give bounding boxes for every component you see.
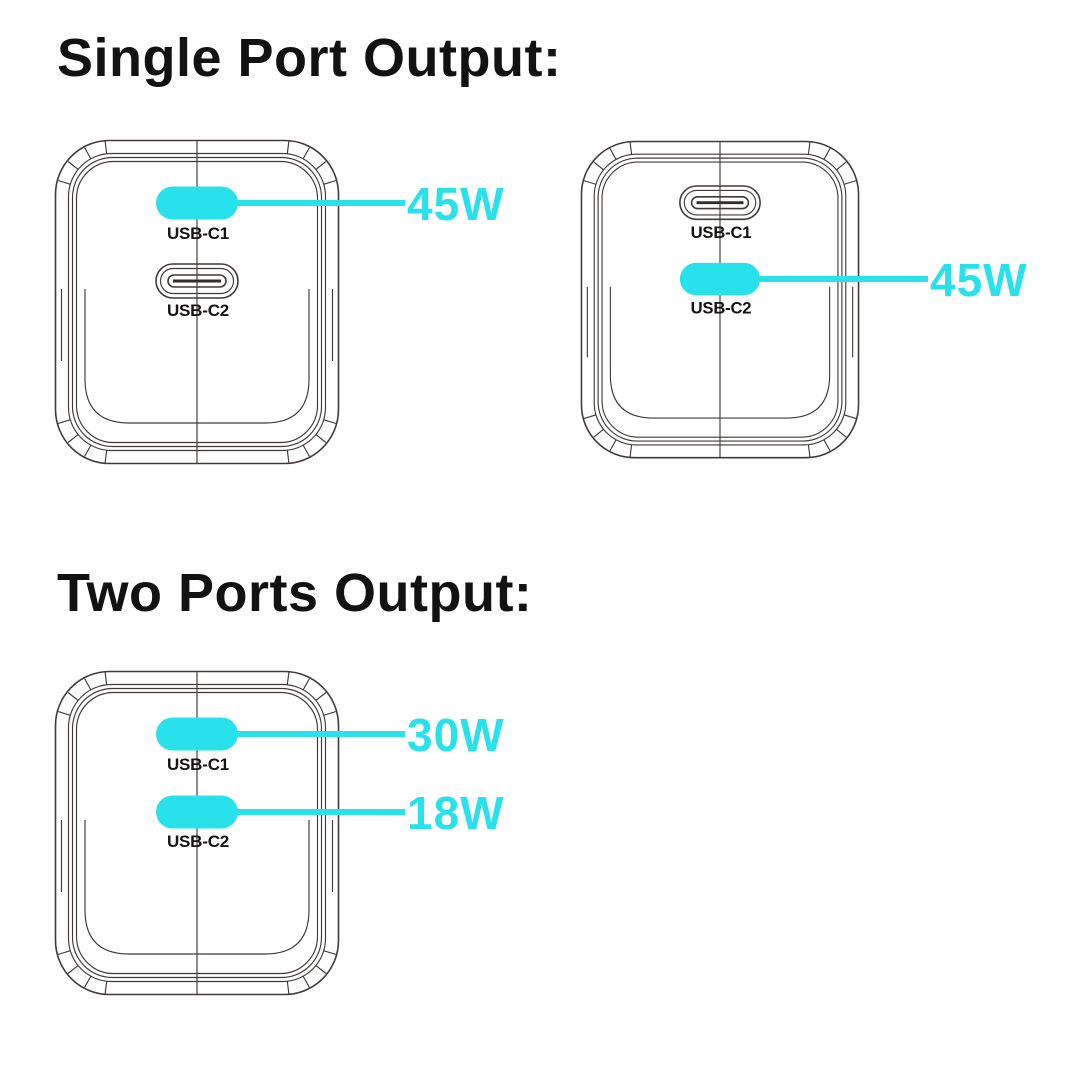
callout-line-c1-30w — [236, 731, 405, 737]
usb-c1-highlight — [156, 186, 238, 220]
usb-c1-highlight — [156, 717, 238, 751]
wattage-label-c2-45w: 45W — [930, 254, 1028, 306]
callout-line-c1-45w — [236, 200, 405, 206]
charger-diagram-single-c1: USB-C1 USB-C2 — [54, 139, 340, 465]
usb-c2-label: USB-C2 — [691, 298, 752, 317]
usb-c1-label: USB-C1 — [167, 755, 229, 774]
callout-line-c2-18w — [236, 809, 405, 815]
section-heading-single-port: Single Port Output: — [57, 28, 562, 88]
wattage-label-c1-45w: 45W — [407, 178, 505, 230]
charger-diagram-two-ports: USB-C1 USB-C2 — [54, 670, 340, 996]
section-heading-two-ports: Two Ports Output: — [57, 563, 533, 623]
charger-diagram-single-c2: USB-C1 USB-C2 — [580, 140, 860, 459]
wattage-label-c2-18w: 18W — [407, 787, 505, 839]
wattage-label-c1-30w: 30W — [407, 709, 505, 761]
callout-line-c2-45w — [760, 276, 928, 282]
usb-c2-label: USB-C2 — [167, 301, 229, 320]
usb-c2-label: USB-C2 — [167, 832, 229, 851]
usb-c1-label: USB-C1 — [691, 223, 752, 242]
usb-c2-highlight — [679, 262, 761, 296]
usb-c1-label: USB-C1 — [167, 224, 229, 243]
usb-c2-highlight — [156, 795, 238, 829]
